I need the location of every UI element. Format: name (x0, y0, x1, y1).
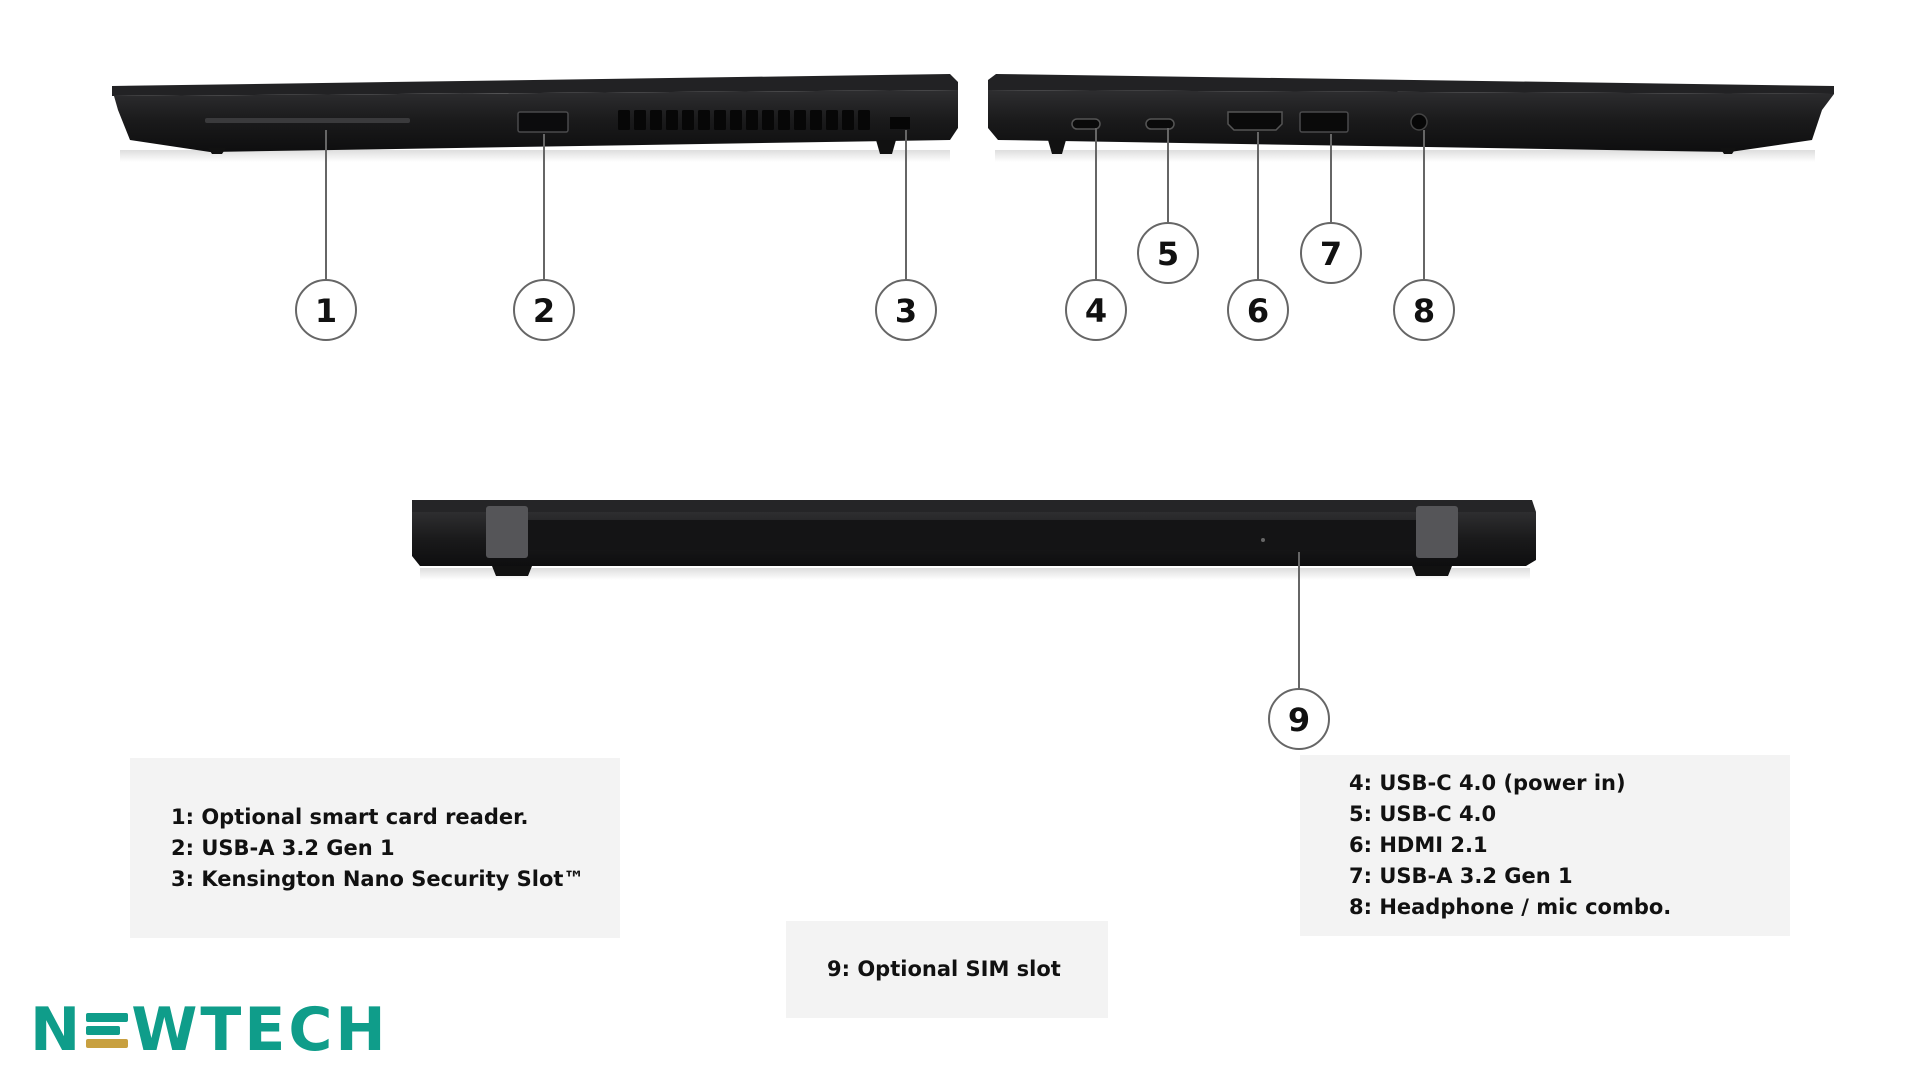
callout-number-1: 1 (315, 292, 337, 330)
legend-box-right: 4: USB-C 4.0 (power in) 5: USB-C 4.0 6: … (1300, 755, 1790, 936)
callout-number-3: 3 (895, 292, 917, 330)
legend-item-6: 6: HDMI 2.1 (1349, 833, 1488, 857)
callout-number-2: 2 (533, 292, 555, 330)
callout-circle-3 (875, 279, 937, 341)
callout-number-4: 4 (1085, 292, 1107, 330)
callout-8: 8 (1393, 279, 1455, 341)
legend-item-4: 4: USB-C 4.0 (power in) (1349, 771, 1626, 795)
callout-lines (325, 128, 1425, 689)
callout-number-9: 9 (1288, 701, 1310, 739)
legend-item-1: 1: Optional smart card reader. (171, 804, 529, 829)
callout-number-8: 8 (1413, 292, 1435, 330)
legend-item-9: 9: Optional SIM slot (827, 957, 1061, 981)
legend-box-left: 1: Optional smart card reader. 2: USB-A … (130, 758, 620, 938)
callout-1: 1 (295, 279, 357, 341)
hinge-left (486, 506, 528, 558)
callout-9: 9 (1268, 688, 1330, 750)
callout-circles: 1 2 3 4 5 6 7 8 9 (295, 222, 1455, 750)
legend-item-7: 7: USB-A 3.2 Gen 1 (1349, 864, 1573, 888)
kensington-slot (890, 117, 910, 129)
callout-circle-6 (1227, 279, 1289, 341)
callout-number-5: 5 (1157, 235, 1179, 273)
usb-c-port-2 (1145, 118, 1175, 130)
callout-2: 2 (513, 279, 575, 341)
callout-circle-8 (1393, 279, 1455, 341)
legend-item-5: 5: USB-C 4.0 (1349, 802, 1497, 826)
usb-a-port-left (517, 111, 569, 133)
headphone-jack (1410, 113, 1428, 131)
callout-5: 5 (1137, 222, 1199, 284)
callout-circle-9 (1268, 688, 1330, 750)
callout-4: 4 (1065, 279, 1127, 341)
usb-a-port-right (1299, 111, 1349, 133)
hinge-right (1416, 506, 1458, 558)
laptop-right-side-view (988, 74, 1834, 162)
callout-circle-1 (295, 279, 357, 341)
vent-grille (618, 110, 870, 130)
hdmi-port (1227, 111, 1283, 131)
usb-c-port-1 (1071, 118, 1101, 130)
callout-circle-7 (1300, 222, 1362, 284)
callout-circle-4 (1065, 279, 1127, 341)
callout-number-7: 7 (1320, 235, 1342, 273)
laptop-left-side-view (112, 74, 958, 162)
callout-6: 6 (1227, 279, 1289, 341)
callout-circle-2 (513, 279, 575, 341)
laptop-rear-view (412, 500, 1536, 580)
callout-circle-5 (1137, 222, 1199, 284)
legend-item-2: 2: USB-A 3.2 Gen 1 (171, 835, 395, 860)
smart-card-slot (205, 118, 410, 123)
newtech-logo: N WTECH (30, 995, 389, 1065)
callout-number-6: 6 (1247, 292, 1269, 330)
logo-e-mark (86, 1007, 129, 1053)
callout-7: 7 (1300, 222, 1362, 284)
callout-3: 3 (875, 279, 937, 341)
logo-letters-wtech: WTECH (131, 995, 389, 1065)
sim-slot (1261, 538, 1265, 542)
legend-item-3: 3: Kensington Nano Security Slot™ (171, 866, 585, 891)
legend-item-8: 8: Headphone / mic combo. (1349, 895, 1672, 919)
logo-letter-n: N (30, 995, 84, 1065)
legend-box-bottom: 9: Optional SIM slot (786, 921, 1108, 1018)
